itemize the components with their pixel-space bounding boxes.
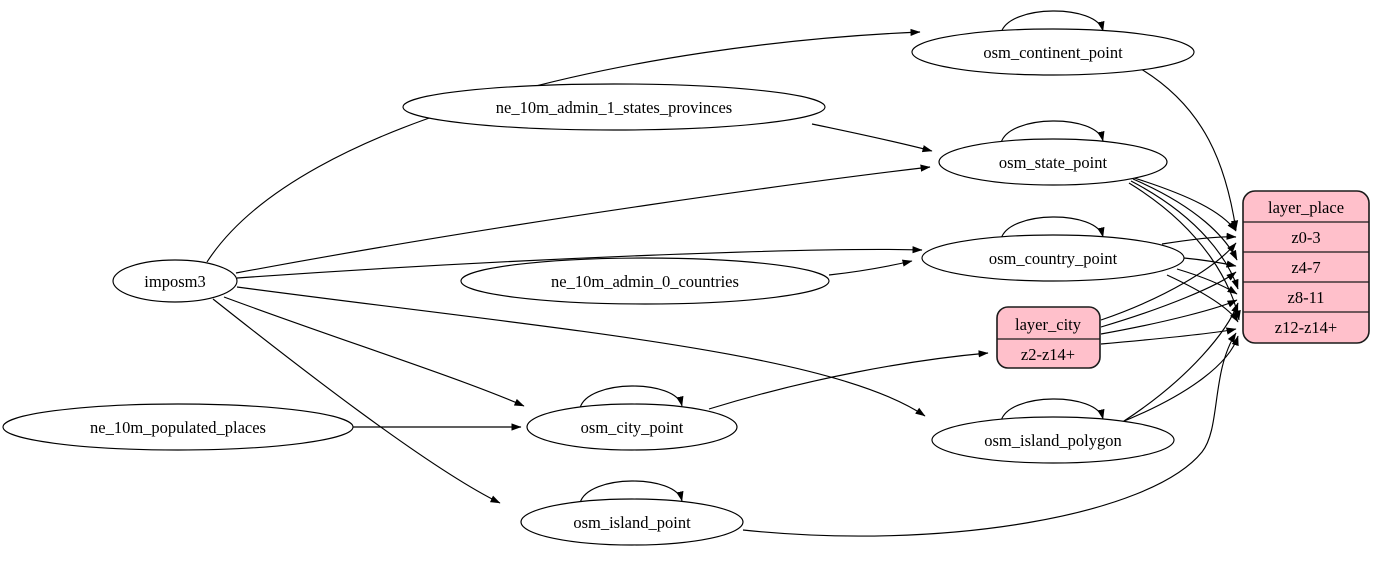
ne-10m-admin-1-states-provinces-ellipse: [402, 83, 826, 131]
node-osm-continent-point: osm_continent_point: [911, 28, 1195, 76]
nodes: imposm3 ne_10m_populated_places ne_10m_a…: [2, 28, 1370, 546]
edge-self-loop-osm-island-point: [579, 480, 684, 504]
ne-10m-populated-places-ellipse: [2, 403, 354, 451]
osm-city-point-label: osm_city_point: [581, 418, 684, 437]
layer-place-row-z12-z14: z12-z14+: [1275, 318, 1337, 337]
ne-10m-admin-0-countries-ellipse: [460, 257, 830, 305]
edges: [206, 10, 1241, 537]
imposm3-ellipse: [112, 259, 238, 303]
edge-osm-island-point-layer-place-z12-z14: [742, 332, 1237, 537]
node-ne-10m-populated-places: ne_10m_populated_places: [2, 403, 354, 451]
edge-imposm3-osm-continent-point: [206, 28, 921, 263]
node-osm-country-point: osm_country_point: [921, 234, 1185, 282]
edge-layer-city-layer-place-z8-11: [1100, 299, 1238, 335]
osm-island-point-ellipse: [520, 498, 744, 546]
edge-layer-city-layer-place-z0-3: [1100, 242, 1237, 321]
layer-place-box: [1242, 190, 1370, 344]
edge-ne-10m-admin-0-countries-osm-country-point: [828, 259, 913, 276]
edge-osm-island-polygon-layer-place-z8-11: [1123, 302, 1239, 422]
edge-layer-city-layer-place-z12-z14: [1100, 327, 1237, 345]
edge-self-loop-osm-island-polygon: [1000, 398, 1105, 422]
ne-10m-admin-0-countries-label: ne_10m_admin_0_countries: [551, 272, 739, 291]
edge-self-loop-osm-continent-point: [1000, 10, 1105, 34]
osm-country-point-label: osm_country_point: [989, 249, 1118, 268]
osm-island-polygon-label: osm_island_polygon: [984, 431, 1122, 450]
node-imposm3: imposm3: [112, 259, 238, 303]
osm-island-polygon-ellipse: [931, 416, 1175, 464]
edge-self-loop-osm-city-point: [579, 385, 684, 409]
osm-city-point-ellipse: [526, 403, 738, 451]
edge-imposm3-osm-city-point: [223, 296, 525, 407]
layer-city-row-z2-z14: z2-z14+: [1021, 345, 1075, 364]
ne-10m-populated-places-label: ne_10m_populated_places: [90, 418, 266, 437]
edge-ne-10m-admin-1-states-provinces-osm-state-point: [811, 123, 933, 153]
edge-osm-country-point-layer-place-z4-7: [1183, 257, 1237, 268]
osm-continent-point-ellipse: [911, 28, 1195, 76]
osm-state-point-label: osm_state_point: [999, 153, 1108, 172]
osm-continent-point-label: osm_continent_point: [983, 43, 1123, 62]
edge-osm-continent-point-layer-place-z0-3: [1140, 68, 1239, 231]
imposm3-label: imposm3: [144, 272, 205, 291]
edge-self-loop-osm-state-point: [1000, 120, 1105, 144]
layer-place-title: layer_place: [1268, 198, 1344, 217]
edge-imposm3-osm-country-point: [236, 246, 923, 279]
edge-layer-city-layer-place-z4-7: [1100, 271, 1237, 328]
node-osm-city-point: osm_city_point: [526, 403, 738, 451]
layer-city-box: [996, 306, 1101, 369]
layer-place-row-z8-11: z8-11: [1288, 288, 1325, 307]
layer-city-title: layer_city: [1015, 315, 1082, 334]
node-layer-city: layer_city z2-z14+: [996, 306, 1101, 369]
edge-osm-country-point-layer-place-z0-3: [1161, 232, 1237, 245]
node-ne-10m-admin-1-states-provinces: ne_10m_admin_1_states_provinces: [402, 83, 826, 131]
edge-imposm3-osm-state-point: [235, 164, 931, 274]
edge-osm-city-point-layer-city-z2-z14: [708, 350, 989, 410]
node-osm-island-point: osm_island_point: [520, 498, 744, 546]
node-ne-10m-admin-0-countries: ne_10m_admin_0_countries: [460, 257, 830, 305]
edge-osm-country-point-layer-place-z8-11: [1176, 268, 1238, 295]
node-osm-island-polygon: osm_island_polygon: [931, 416, 1175, 464]
edge-osm-state-point-layer-place-z0-3: [1127, 175, 1237, 232]
osm-country-point-ellipse: [921, 234, 1185, 282]
osm-island-point-label: osm_island_point: [573, 513, 691, 532]
edge-self-loop-osm-country-point: [1000, 216, 1105, 240]
ne-10m-admin-1-states-provinces-label: ne_10m_admin_1_states_provinces: [496, 98, 732, 117]
node-layer-place: layer_place z0-3 z4-7 z8-11 z12-z14+: [1242, 190, 1370, 344]
node-osm-state-point: osm_state_point: [938, 138, 1168, 186]
edge-imposm3-osm-island-point: [212, 298, 501, 504]
layer-place-row-z4-7: z4-7: [1291, 258, 1320, 277]
edge-osm-island-polygon-layer-place-z12-z14: [1116, 335, 1239, 425]
osm-state-point-ellipse: [938, 138, 1168, 186]
edge-imposm3-osm-island-polygon: [236, 286, 926, 417]
edge-osm-country-point-layer-place-z12-z14: [1166, 274, 1239, 323]
layer-place-row-z0-3: z0-3: [1291, 228, 1320, 247]
